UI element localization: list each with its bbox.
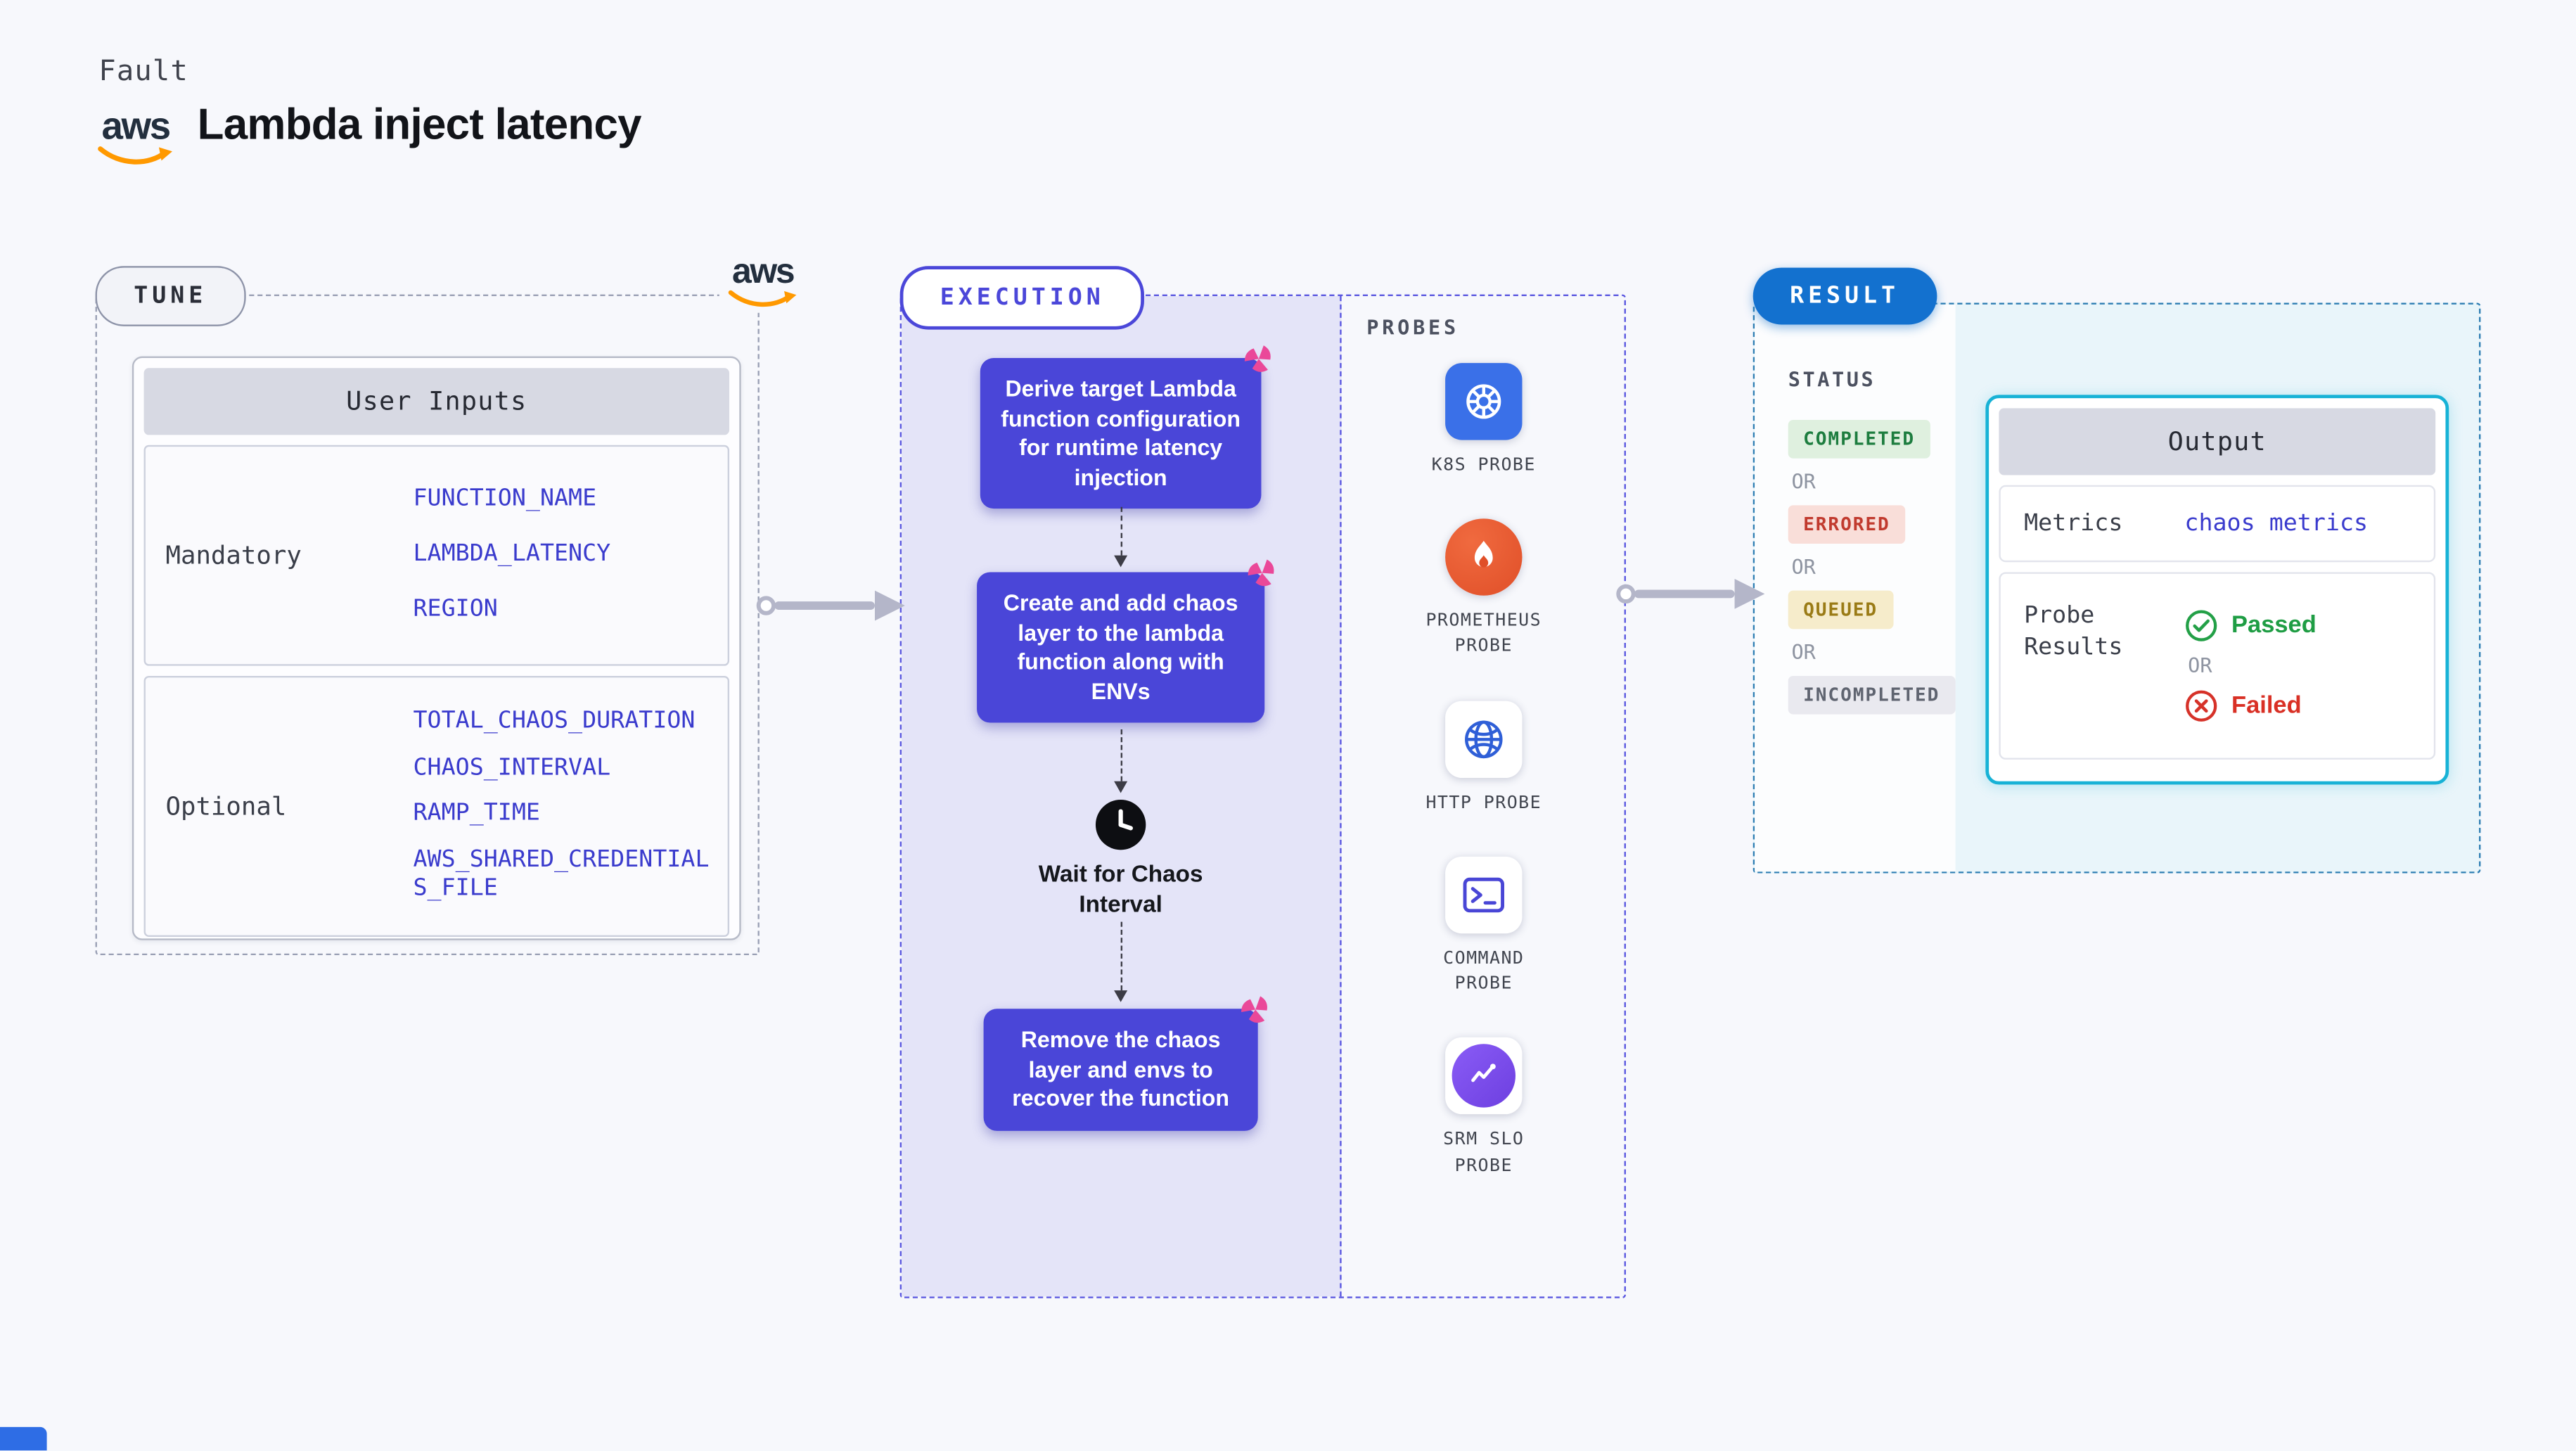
- execution-pill: EXECUTION: [899, 266, 1145, 330]
- prometheus-icon: [1445, 518, 1523, 596]
- status-badge-errored: ERRORED: [1788, 505, 1906, 544]
- optional-label: Optional: [165, 791, 287, 822]
- optional-values: TOTAL_CHAOS_DURATION CHAOS_INTERVAL RAMP…: [414, 677, 728, 935]
- or-separator: OR: [1791, 555, 1816, 579]
- env-var: CHAOS_INTERVAL: [413, 753, 611, 781]
- probe-label: SRM SLO PROBE: [1443, 1130, 1525, 1176]
- result-pill: RESULT: [1752, 267, 1937, 325]
- status-strip: [1755, 304, 1956, 872]
- user-inputs-card: User Inputs Mandatory FUNCTION_NAME LAMB…: [132, 356, 741, 940]
- failed-result: Failed: [2184, 689, 2316, 723]
- env-var: REGION: [413, 596, 498, 623]
- step-create-chaos-layer: Create and add chaos layer to the lambda…: [977, 559, 1274, 723]
- result-section: STATUS COMPLETED OR ERRORED OR QUEUED OR…: [1752, 302, 2481, 874]
- fault-kicker: Fault: [98, 55, 189, 89]
- failed-label: Failed: [2231, 692, 2302, 720]
- status-badge-incompleted: INCOMPLETED: [1788, 675, 1955, 715]
- probe-command: COMMAND PROBE: [1417, 856, 1551, 998]
- status-label: STATUS: [1788, 368, 1876, 392]
- probe-http: HTTP PROBE: [1417, 700, 1551, 817]
- page-title: Lambda inject latency: [197, 98, 642, 149]
- probe-k8s: K8S PROBE: [1417, 363, 1551, 479]
- chaos-pinwheel-icon: [1244, 345, 1271, 372]
- tune-section: User Inputs Mandatory FUNCTION_NAME LAMB…: [95, 294, 760, 956]
- status-badge-queued: QUEUED: [1788, 590, 1893, 629]
- env-var: AWS_SHARED_CREDENTIALS_FILE: [413, 846, 710, 902]
- chaos-pinwheel-icon: [1241, 996, 1267, 1023]
- arrow-execution-to-result-icon: [1616, 578, 1765, 609]
- probes-column: K8S PROBE PROMETHEUS PROBE: [1343, 296, 1625, 1296]
- connector-down-icon: [1113, 506, 1129, 568]
- step-derive-config: Derive target Lambda function configurat…: [980, 345, 1271, 509]
- status-badge-completed: COMPLETED: [1788, 420, 1930, 459]
- or-separator: OR: [1791, 470, 1816, 494]
- status-column: STATUS COMPLETED OR ERRORED OR QUEUED OR…: [1788, 368, 1955, 715]
- check-circle-icon: [2186, 610, 2217, 641]
- env-var: LAMBDA_LATENCY: [413, 540, 611, 568]
- probe-label: K8S PROBE: [1431, 454, 1536, 475]
- arrow-tune-to-execution-icon: [756, 590, 905, 621]
- step-remove-chaos-layer: Remove the chaos layer and envs to recov…: [983, 996, 1267, 1131]
- step-text: Remove the chaos layer and envs to recov…: [1012, 1027, 1229, 1111]
- mandatory-values: FUNCTION_NAME LAMBDA_LATENCY REGION: [414, 447, 728, 664]
- mandatory-row: Mandatory FUNCTION_NAME LAMBDA_LATENCY R…: [143, 445, 730, 666]
- kubernetes-icon: [1445, 363, 1523, 440]
- env-var: FUNCTION_NAME: [413, 485, 597, 513]
- output-header: Output: [1999, 408, 2436, 475]
- terminal-icon: [1445, 856, 1523, 933]
- tune-pill: TUNE: [95, 266, 245, 326]
- probe-results-row: Probe Results Passed OR: [1999, 572, 2436, 760]
- connector-down-icon: [1113, 729, 1129, 793]
- execution-section: Derive target Lambda function configurat…: [899, 294, 1626, 1298]
- optional-row: Optional TOTAL_CHAOS_DURATION CHAOS_INTE…: [143, 675, 730, 937]
- step-text: Derive target Lambda function configurat…: [1001, 376, 1241, 490]
- metrics-value: chaos metrics: [2184, 510, 2369, 537]
- aws-smile-icon: [728, 290, 797, 307]
- env-var: TOTAL_CHAOS_DURATION: [413, 708, 696, 735]
- http-globe-icon: [1445, 700, 1523, 778]
- aws-logo: aws: [97, 103, 174, 167]
- or-separator: OR: [2188, 654, 2212, 678]
- probe-prometheus: PROMETHEUS PROBE: [1417, 518, 1551, 660]
- probe-label: HTTP PROBE: [1425, 792, 1542, 813]
- probe-results-label: Probe Results: [2024, 602, 2123, 661]
- bottom-left-accent: [0, 1426, 47, 1451]
- passed-label: Passed: [2231, 612, 2317, 639]
- wait-for-chaos-label: Wait for Chaos Interval: [1038, 859, 1203, 917]
- output-card: Output Metrics chaos metrics Probe Resul…: [1985, 395, 2449, 785]
- aws-logo-text: aws: [101, 103, 171, 148]
- clock-icon: [1094, 798, 1148, 852]
- srm-slo-icon: [1445, 1037, 1523, 1115]
- probes-label: PROBES: [1366, 316, 1459, 340]
- mandatory-label: Mandatory: [165, 540, 302, 571]
- passed-result: Passed: [2184, 609, 2317, 643]
- user-inputs-header: User Inputs: [143, 368, 730, 435]
- chaos-pinwheel-icon: [1248, 559, 1274, 587]
- step-text: Create and add chaos layer to the lambda…: [1003, 590, 1238, 704]
- connector-down-icon: [1113, 921, 1129, 1002]
- metrics-row: Metrics chaos metrics: [1999, 485, 2436, 563]
- aws-logo-tune: aws: [719, 250, 807, 313]
- env-var: RAMP_TIME: [413, 800, 540, 827]
- x-circle-icon: [2186, 690, 2217, 722]
- metrics-label: Metrics: [2024, 509, 2123, 537]
- aws-logo-text: aws: [731, 253, 795, 291]
- probe-srm-slo: SRM SLO PROBE: [1417, 1037, 1551, 1179]
- probe-results-values: Passed OR Failed: [2184, 574, 2317, 758]
- probe-label: PROMETHEUS PROBE: [1425, 611, 1542, 657]
- or-separator: OR: [1791, 640, 1816, 665]
- probe-label: COMMAND PROBE: [1443, 948, 1525, 995]
- aws-smile-icon: [98, 146, 172, 165]
- execution-flow-panel: Derive target Lambda function configurat…: [902, 296, 1342, 1297]
